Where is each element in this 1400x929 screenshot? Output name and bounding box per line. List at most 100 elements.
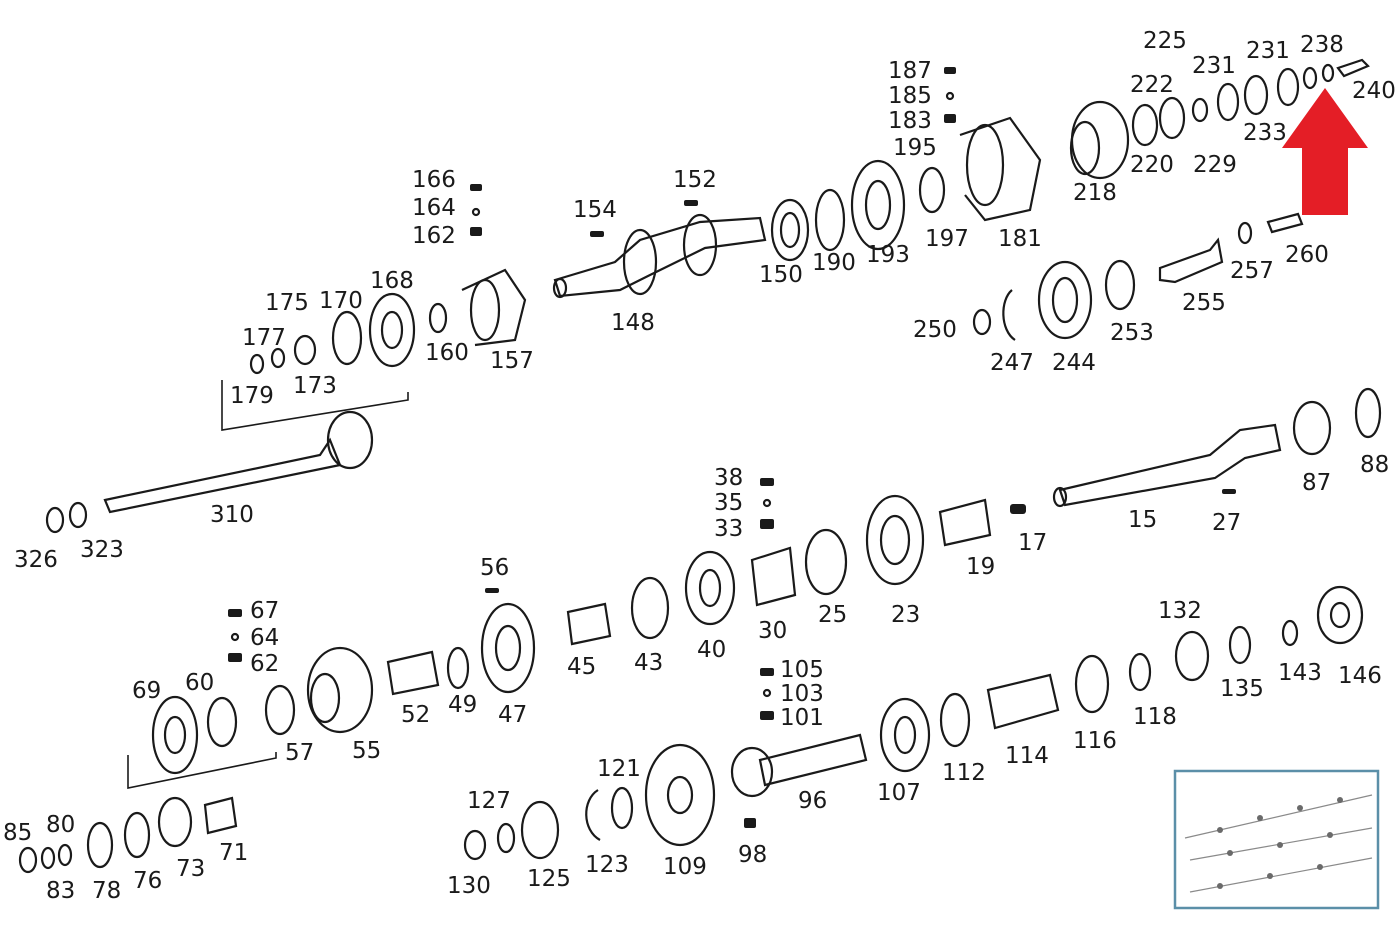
part-label: 231 bbox=[1192, 53, 1236, 79]
part-label: 27 bbox=[1212, 510, 1241, 536]
part-label: 30 bbox=[758, 618, 787, 644]
part-label: 160 bbox=[425, 340, 469, 366]
part-label: 25 bbox=[818, 602, 847, 628]
part-label: 105 bbox=[780, 657, 824, 683]
part-label: 85 bbox=[3, 820, 32, 846]
part-label: 257 bbox=[1230, 258, 1274, 284]
part-label: 225 bbox=[1143, 28, 1187, 54]
part-label: 60 bbox=[185, 670, 214, 696]
upper-shaft-group bbox=[221, 58, 1370, 431]
part-label: 250 bbox=[913, 317, 957, 343]
part-label: 55 bbox=[352, 738, 381, 764]
part-label: 62 bbox=[250, 651, 279, 677]
part-label: 103 bbox=[780, 681, 824, 707]
part-label: 23 bbox=[891, 602, 920, 628]
part-label: 121 bbox=[597, 756, 641, 782]
part-label: 33 bbox=[714, 516, 743, 542]
part-label: 255 bbox=[1182, 290, 1226, 316]
part-label: 238 bbox=[1300, 32, 1344, 58]
part-label: 143 bbox=[1278, 660, 1322, 686]
part-label: 118 bbox=[1133, 704, 1177, 730]
part-label: 240 bbox=[1352, 78, 1396, 104]
part-label: 177 bbox=[242, 325, 286, 351]
part-label: 71 bbox=[219, 840, 248, 866]
part-label: 125 bbox=[527, 866, 571, 892]
part-label: 247 bbox=[990, 350, 1034, 376]
part-label: 101 bbox=[780, 705, 824, 731]
part-label: 112 bbox=[942, 760, 986, 786]
part-label: 52 bbox=[401, 702, 430, 728]
part-label: 260 bbox=[1285, 242, 1329, 268]
part-label: 78 bbox=[92, 878, 121, 904]
part-label: 229 bbox=[1193, 152, 1237, 178]
part-label: 135 bbox=[1220, 676, 1264, 702]
part-label: 175 bbox=[265, 290, 309, 316]
part-label: 15 bbox=[1128, 507, 1157, 533]
part-label: 109 bbox=[663, 854, 707, 880]
part-label: 190 bbox=[812, 250, 856, 276]
part-label: 222 bbox=[1130, 72, 1174, 98]
part-label: 173 bbox=[293, 373, 337, 399]
part-label: 57 bbox=[285, 740, 314, 766]
part-label: 150 bbox=[759, 262, 803, 288]
part-label: 164 bbox=[412, 195, 456, 221]
part-label: 168 bbox=[370, 268, 414, 294]
part-label: 181 bbox=[998, 226, 1042, 252]
part-label: 220 bbox=[1130, 152, 1174, 178]
part-label: 45 bbox=[567, 654, 596, 680]
part-label: 107 bbox=[877, 780, 921, 806]
part-label: 253 bbox=[1110, 320, 1154, 346]
part-label: 326 bbox=[14, 547, 58, 573]
part-label: 98 bbox=[738, 842, 767, 868]
part-label: 187 bbox=[888, 58, 932, 84]
part-label: 49 bbox=[448, 692, 477, 718]
part-label: 231 bbox=[1246, 38, 1290, 64]
part-label: 310 bbox=[210, 502, 254, 528]
part-label: 244 bbox=[1052, 350, 1096, 376]
part-label: 154 bbox=[573, 197, 617, 223]
part-label: 197 bbox=[925, 226, 969, 252]
part-label: 162 bbox=[412, 223, 456, 249]
part-label: 19 bbox=[966, 554, 995, 580]
part-label: 146 bbox=[1338, 663, 1382, 689]
part-label: 195 bbox=[893, 135, 937, 161]
part-label: 148 bbox=[611, 310, 655, 336]
part-label: 88 bbox=[1360, 452, 1389, 478]
part-label: 69 bbox=[132, 678, 161, 704]
part-label: 17 bbox=[1018, 530, 1047, 556]
part-label: 323 bbox=[80, 537, 124, 563]
part-label: 67 bbox=[250, 598, 279, 624]
part-label: 38 bbox=[714, 465, 743, 491]
part-label: 183 bbox=[888, 108, 932, 134]
part-label: 73 bbox=[176, 856, 205, 882]
part-label: 157 bbox=[490, 348, 534, 374]
part-label: 76 bbox=[133, 868, 162, 894]
part-label: 132 bbox=[1158, 598, 1202, 624]
diagram-thumbnail[interactable] bbox=[1173, 769, 1380, 910]
middle-shaft-group bbox=[45, 387, 1382, 789]
part-label: 179 bbox=[230, 383, 274, 409]
lower-shaft-group bbox=[18, 585, 1364, 874]
part-label: 166 bbox=[412, 167, 456, 193]
part-label: 40 bbox=[697, 637, 726, 663]
part-label: 170 bbox=[319, 288, 363, 314]
part-labels: 225 231 238 222 231 240 233 187 185 183 … bbox=[3, 28, 1396, 904]
red-arrow-indicator bbox=[1282, 88, 1368, 215]
part-label: 56 bbox=[480, 555, 509, 581]
part-label: 96 bbox=[798, 788, 827, 814]
part-label: 43 bbox=[634, 650, 663, 676]
part-label: 127 bbox=[467, 788, 511, 814]
part-label: 116 bbox=[1073, 728, 1117, 754]
part-label: 83 bbox=[46, 878, 75, 904]
part-label: 193 bbox=[866, 242, 910, 268]
part-label: 87 bbox=[1302, 470, 1331, 496]
part-label: 130 bbox=[447, 873, 491, 899]
part-label: 185 bbox=[888, 83, 932, 109]
part-label: 35 bbox=[714, 490, 743, 516]
part-label: 123 bbox=[585, 852, 629, 878]
part-label: 47 bbox=[498, 702, 527, 728]
part-label: 218 bbox=[1073, 180, 1117, 206]
part-label: 114 bbox=[1005, 743, 1049, 769]
part-label: 152 bbox=[673, 167, 717, 193]
